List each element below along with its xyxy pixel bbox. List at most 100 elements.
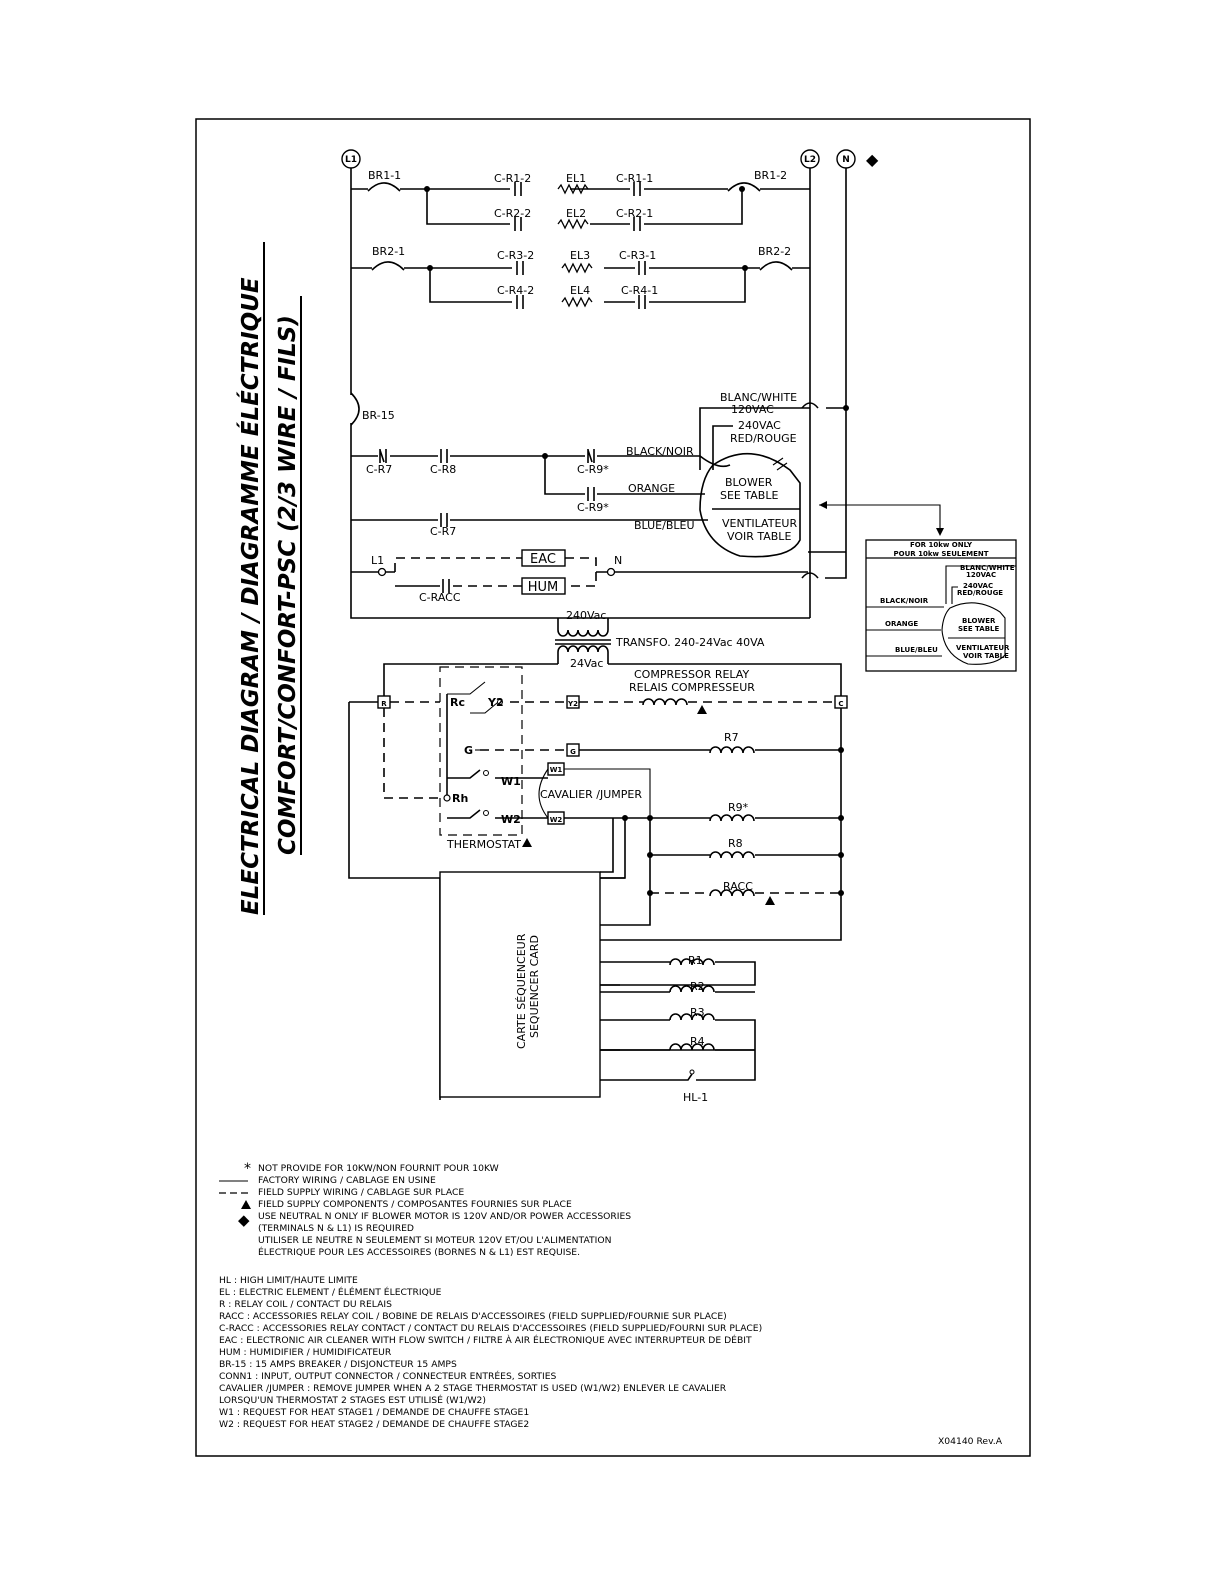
acc-l1-label: L1: [371, 554, 384, 567]
c-r7-label-2: C-R7: [430, 525, 456, 538]
jumper-label: CAVALIER /JUMPER: [540, 788, 642, 801]
legend-symbol-6: UTILISER LE NEUTRE N SEULEMENT SI MOTEUR…: [258, 1235, 611, 1246]
l1-label: L1: [345, 155, 357, 165]
thermostat-label: THERMOSTAT: [446, 838, 521, 851]
inset-voir-table-label: VOIR TABLE: [963, 652, 1009, 660]
inset-blanc-label: BLANC/WHITE: [960, 564, 1015, 572]
diagram-title: ELECTRICAL DIAGRAM / DIAGRAMME ÉLÉCTRIQU…: [236, 242, 302, 915]
c-r9-label-1: C-R9*: [577, 463, 609, 476]
w2-thermostat-label: W2: [501, 813, 521, 826]
blanc-white-label: BLANC/WHITE: [720, 391, 797, 404]
120vac-label: 120VAC: [731, 403, 774, 416]
legend-symbol-3: FIELD SUPPLY COMPONENTS / COMPOSANTES FO…: [258, 1199, 572, 1210]
sequencer-label-1: CARTE SÉQUENCEUR: [515, 933, 528, 1049]
br15-breaker: [350, 392, 360, 426]
g-terminal-label: G: [570, 748, 576, 756]
c-racc-label: C-RACC: [419, 591, 461, 604]
inset-240vac-label: 240VAC: [963, 582, 993, 590]
racc-field-supply-triangle: [765, 896, 775, 905]
sequencer-card: [439, 871, 601, 1098]
y2-terminal: [566, 695, 580, 709]
inset-black-label: BLACK/NOIR: [880, 597, 929, 605]
c-r3-2-label: C-R3-2: [497, 249, 534, 262]
inset-blue-label: BLUE/BLEU: [895, 646, 938, 654]
rh-label: Rh: [452, 792, 468, 805]
line-voltage-section: L1 L2 N ◆ BR-15 BR1-1 BR1-2 C-R1-2 EL1 C…: [341, 149, 944, 619]
legend-definition-6: HUM : HUMIDIFIER / HUMIDIFICATEUR: [219, 1347, 392, 1358]
diamond-marker: ◆: [866, 150, 879, 169]
inset-orange-label: ORANGE: [885, 620, 918, 628]
g-terminal: [566, 743, 580, 757]
r8-coil: [709, 851, 755, 859]
see-table-label: SEE TABLE: [720, 489, 778, 502]
ventilateur-label: VENTILATEUR: [722, 517, 797, 530]
legend-symbol-7: ÉLECTRIQUE POUR LES ACCESSOIRES (BORNES …: [258, 1246, 580, 1258]
field-component-symbol: [241, 1200, 251, 1209]
24vac-secondary-label: 24Vac: [570, 657, 603, 670]
legend-symbol-5: (TERMINALS N & L1) IS REQUIRED: [258, 1223, 414, 1234]
r9-coil: [709, 814, 755, 822]
sequencer-label-2: SEQUENCER CARD: [528, 935, 541, 1038]
title-line-1: ELECTRICAL DIAGRAM / DIAGRAMME ÉLÉCTRIQU…: [236, 277, 264, 915]
inset-heading-1: FOR 10kw ONLY: [910, 541, 973, 549]
diamond-symbol: ◆: [238, 1211, 250, 1229]
relais-compresseur-label: RELAIS COMPRESSEUR: [629, 681, 755, 694]
voir-table-label: VOIR TABLE: [727, 530, 791, 543]
legend-definition-12: W2 : REQUEST FOR HEAT STAGE2 / DEMANDE D…: [219, 1419, 529, 1430]
hum-label: HUM: [528, 580, 559, 595]
r-terminal-label: R: [381, 700, 387, 708]
sequencer-section: CARTE SÉQUENCEUR SEQUENCER CARD R1 R2 R3…: [439, 871, 756, 1104]
legend-definition-5: EAC : ELECTRONIC AIR CLEANER WITH FLOW S…: [219, 1334, 752, 1346]
inset-ventilateur-label: VENTILATEUR: [956, 644, 1010, 652]
eac-label: EAC: [530, 552, 556, 567]
transformer: 240Vac 24Vac TRANSFO. 240-24Vac 40VA: [555, 609, 765, 670]
c-r4-1-label: C-R4-1: [621, 284, 658, 297]
inset-see-table-label: SEE TABLE: [958, 625, 999, 633]
c-r3-1-label: C-R3-1: [619, 249, 656, 262]
eac-box: [521, 549, 566, 567]
drawing-frame: [195, 118, 1031, 1457]
legend-definition-2: R : RELAY COIL / CONTACT DU RELAIS: [219, 1299, 392, 1310]
y2-terminal-label: Y2: [567, 700, 578, 708]
br1-1-label: BR1-1: [368, 169, 401, 182]
g-thermostat-label: G: [464, 744, 473, 757]
blue-bleu-label: BLUE/BLEU: [634, 519, 695, 532]
br2-1-label: BR2-1: [372, 245, 405, 258]
c-r1-1-label: C-R1-1: [616, 172, 653, 185]
hl-1-label: HL-1: [683, 1091, 708, 1104]
legend: * ◆ NOT PROVIDE FOR 10KW/NON FOURNIT POU…: [219, 1161, 1003, 1447]
br2-1-breaker: [371, 261, 405, 271]
br15-label: BR-15: [362, 409, 395, 422]
240vac-label: 240VAC: [738, 419, 781, 432]
legend-symbol-4: USE NEUTRAL N ONLY IF BLOWER MOTOR IS 12…: [258, 1211, 631, 1222]
el4-label: EL4: [570, 284, 590, 297]
r3-label: R3: [690, 1006, 705, 1019]
legend-definition-7: BR-15 : 15 AMPS BREAKER / DISJONCTEUR 15…: [219, 1359, 457, 1370]
inset-red-label: RED/ROUGE: [957, 589, 1003, 597]
r2-label: R2: [690, 980, 705, 993]
thermostat-box: [439, 666, 523, 836]
compressor-relay-coil: [642, 698, 688, 706]
10kw-inset: FOR 10kw ONLY POUR 10kw SEULEMENT BLANC/…: [865, 539, 1017, 672]
orange-label: ORANGE: [628, 482, 675, 495]
br1-2-label: BR1-2: [754, 169, 787, 182]
legend-definition-10: LORSQU'UN THERMOSTAT 2 STAGES EST UTILIS…: [219, 1394, 486, 1406]
compressor-field-supply-triangle: [697, 705, 707, 714]
c-r7-label-1: C-R7: [366, 463, 392, 476]
legend-definition-8: CONN1 : INPUT, OUTPUT CONNECTOR / CONNEC…: [219, 1370, 557, 1382]
blower-motor-housing: [699, 452, 801, 558]
c-r1-2-label: C-R1-2: [494, 172, 531, 185]
transformer-label: TRANSFO. 240-24Vac 40VA: [615, 636, 765, 649]
inset-blower-label: BLOWER: [962, 617, 996, 625]
r7-label: R7: [724, 731, 739, 744]
legend-definition-0: HL : HIGH LIMIT/HAUTE LIMITE: [219, 1275, 358, 1286]
legend-definition-9: CAVALIER /JUMPER : REMOVE JUMPER WHEN A …: [219, 1383, 727, 1394]
title-line-2: COMFORT/CONFORT-PSC (2/3 WIRE / FILS): [275, 315, 301, 855]
w1-terminal-label: W1: [550, 766, 563, 774]
br1-1-breaker: [367, 182, 401, 192]
w2-terminal-label: W2: [550, 816, 563, 824]
br2-2-label: BR2-2: [758, 245, 791, 258]
y2-thermostat-label: Y2: [487, 696, 504, 709]
240vac-primary-label: 240Vac: [566, 609, 606, 622]
